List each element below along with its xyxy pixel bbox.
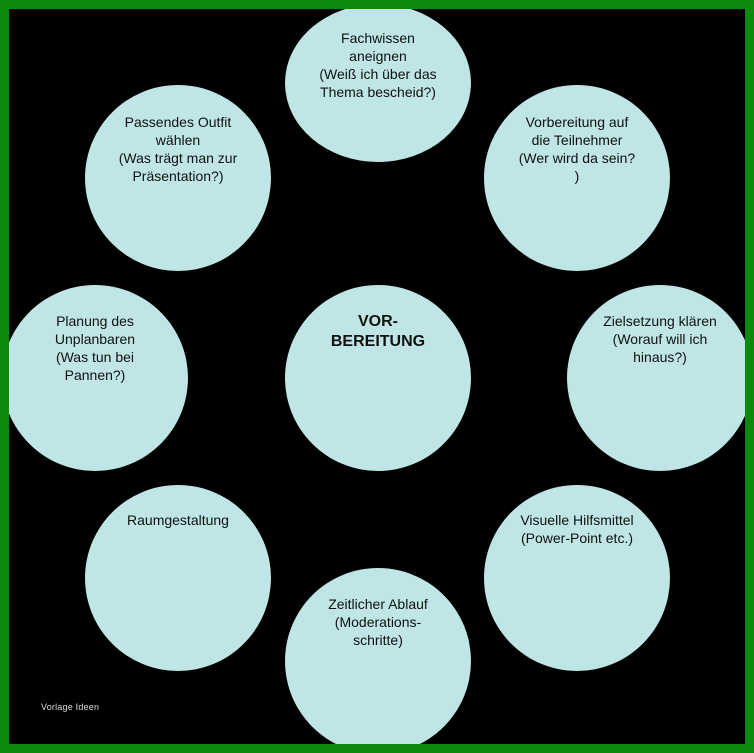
circle-center-label: VOR- BEREITUNG: [330, 313, 426, 350]
circle-fachwissen: Fachwissen aneignen (Weiß ich über das T…: [285, 9, 471, 162]
circle-teilnehmer: Vorbereitung auf die Teilnehmer (Wer wir…: [484, 85, 670, 271]
circle-raumgestaltung: Raumgestaltung: [85, 485, 271, 671]
circle-ablauf: Zeitlicher Ablauf (Moderations- schritte…: [285, 568, 471, 744]
circle-outfit: Passendes Outfit wählen (Was trägt man z…: [85, 85, 271, 271]
circle-hilfsmittel: Visuelle Hilfsmittel (Power-Point etc.): [484, 485, 670, 671]
circle-outfit-label: Passendes Outfit wählen (Was trägt man z…: [118, 114, 238, 184]
circle-hilfsmittel-label: Visuelle Hilfsmittel (Power-Point etc.): [520, 512, 634, 546]
watermark-text: Vorlage Ideen: [41, 702, 100, 712]
circle-fachwissen-label: Fachwissen aneignen (Weiß ich über das T…: [319, 30, 437, 100]
circle-zielsetzung: Zielsetzung klären (Worauf will ich hina…: [567, 285, 745, 471]
circle-teilnehmer-label: Vorbereitung auf die Teilnehmer (Wer wir…: [518, 114, 636, 184]
circle-unplanbar: Planung des Unplanbaren (Was tun bei Pan…: [9, 285, 188, 471]
circle-zielsetzung-label: Zielsetzung klären (Worauf will ich hina…: [603, 313, 717, 365]
circle-ablauf-label: Zeitlicher Ablauf (Moderations- schritte…: [328, 596, 428, 648]
circle-center: VOR- BEREITUNG: [285, 285, 471, 471]
circle-raumgestaltung-label: Raumgestaltung: [127, 512, 229, 528]
circle-unplanbar-label: Planung des Unplanbaren (Was tun bei Pan…: [54, 313, 136, 383]
